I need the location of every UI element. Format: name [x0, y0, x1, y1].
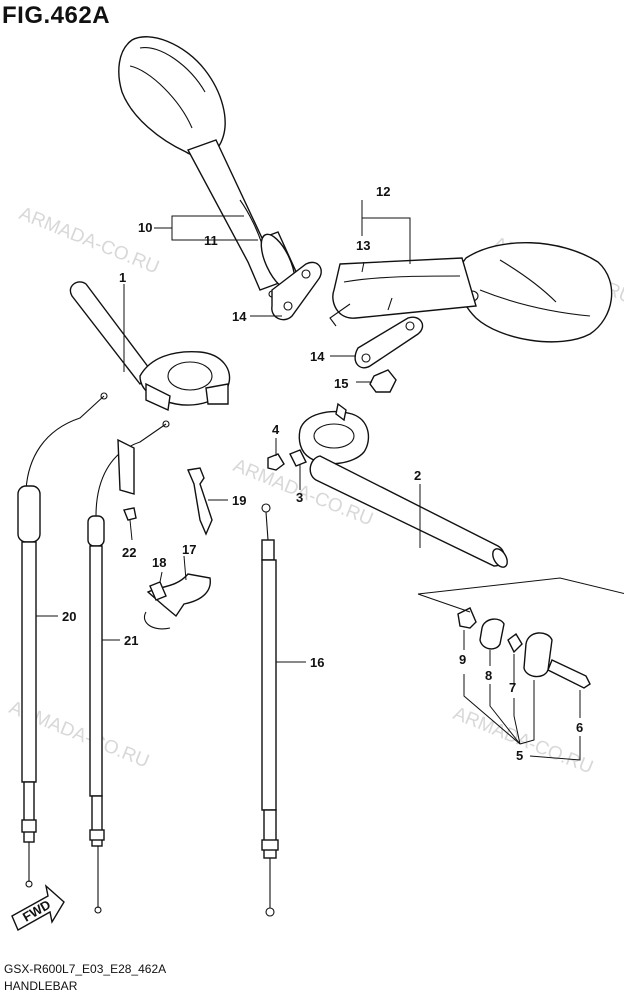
right-handlebar	[298, 402, 508, 568]
callout-19: 19	[232, 493, 246, 508]
callout-9: 9	[459, 652, 466, 667]
left-handlebar	[69, 281, 231, 412]
callout-10: 10	[138, 220, 152, 235]
cable-clamp-group	[123, 467, 213, 630]
callout-6: 6	[576, 720, 583, 735]
callout-14-left: 14	[232, 309, 247, 324]
leader-lines	[36, 200, 581, 761]
callout-1: 1	[119, 270, 126, 285]
watermark-1: ARMADA-CO.RU	[16, 203, 162, 278]
model-code: GSX-R600L7_E03_E28_462A	[4, 962, 167, 976]
cable-21	[87, 420, 170, 914]
callout-3: 3	[296, 490, 303, 505]
cable-20	[17, 392, 108, 888]
callout-16: 16	[310, 655, 324, 670]
callouts: 1 2 3 4 5 6 7 8 9 10 11 12 13 14 14 15 1…	[62, 184, 583, 763]
callout-17: 17	[182, 542, 196, 557]
callout-22: 22	[122, 545, 136, 560]
callout-8: 8	[485, 668, 492, 683]
watermark-5: ARMADA-CO.RU	[450, 703, 596, 778]
callout-5: 5	[516, 748, 523, 763]
callout-13: 13	[356, 238, 370, 253]
mirror-holder-right	[354, 316, 424, 393]
callout-20: 20	[62, 609, 76, 624]
callout-7: 7	[509, 680, 516, 695]
callout-2: 2	[414, 468, 421, 483]
fwd-arrow: FWD	[11, 884, 65, 931]
section-name: HANDLEBAR	[4, 979, 78, 993]
callout-14-right: 14	[310, 349, 325, 364]
right-mirror	[329, 241, 613, 343]
callout-11: 11	[204, 233, 218, 248]
callout-18: 18	[152, 555, 166, 570]
callout-21: 21	[124, 633, 138, 648]
cable-16	[261, 503, 279, 917]
callout-15: 15	[334, 376, 348, 391]
bar-end-parts	[457, 607, 591, 689]
callout-12: 12	[376, 184, 390, 199]
left-mirror	[118, 36, 299, 298]
mirror-holder-left	[271, 261, 322, 321]
figure-title: FIG.462A	[2, 2, 111, 29]
bar-end-guide	[417, 577, 624, 613]
callout-4: 4	[272, 422, 280, 437]
